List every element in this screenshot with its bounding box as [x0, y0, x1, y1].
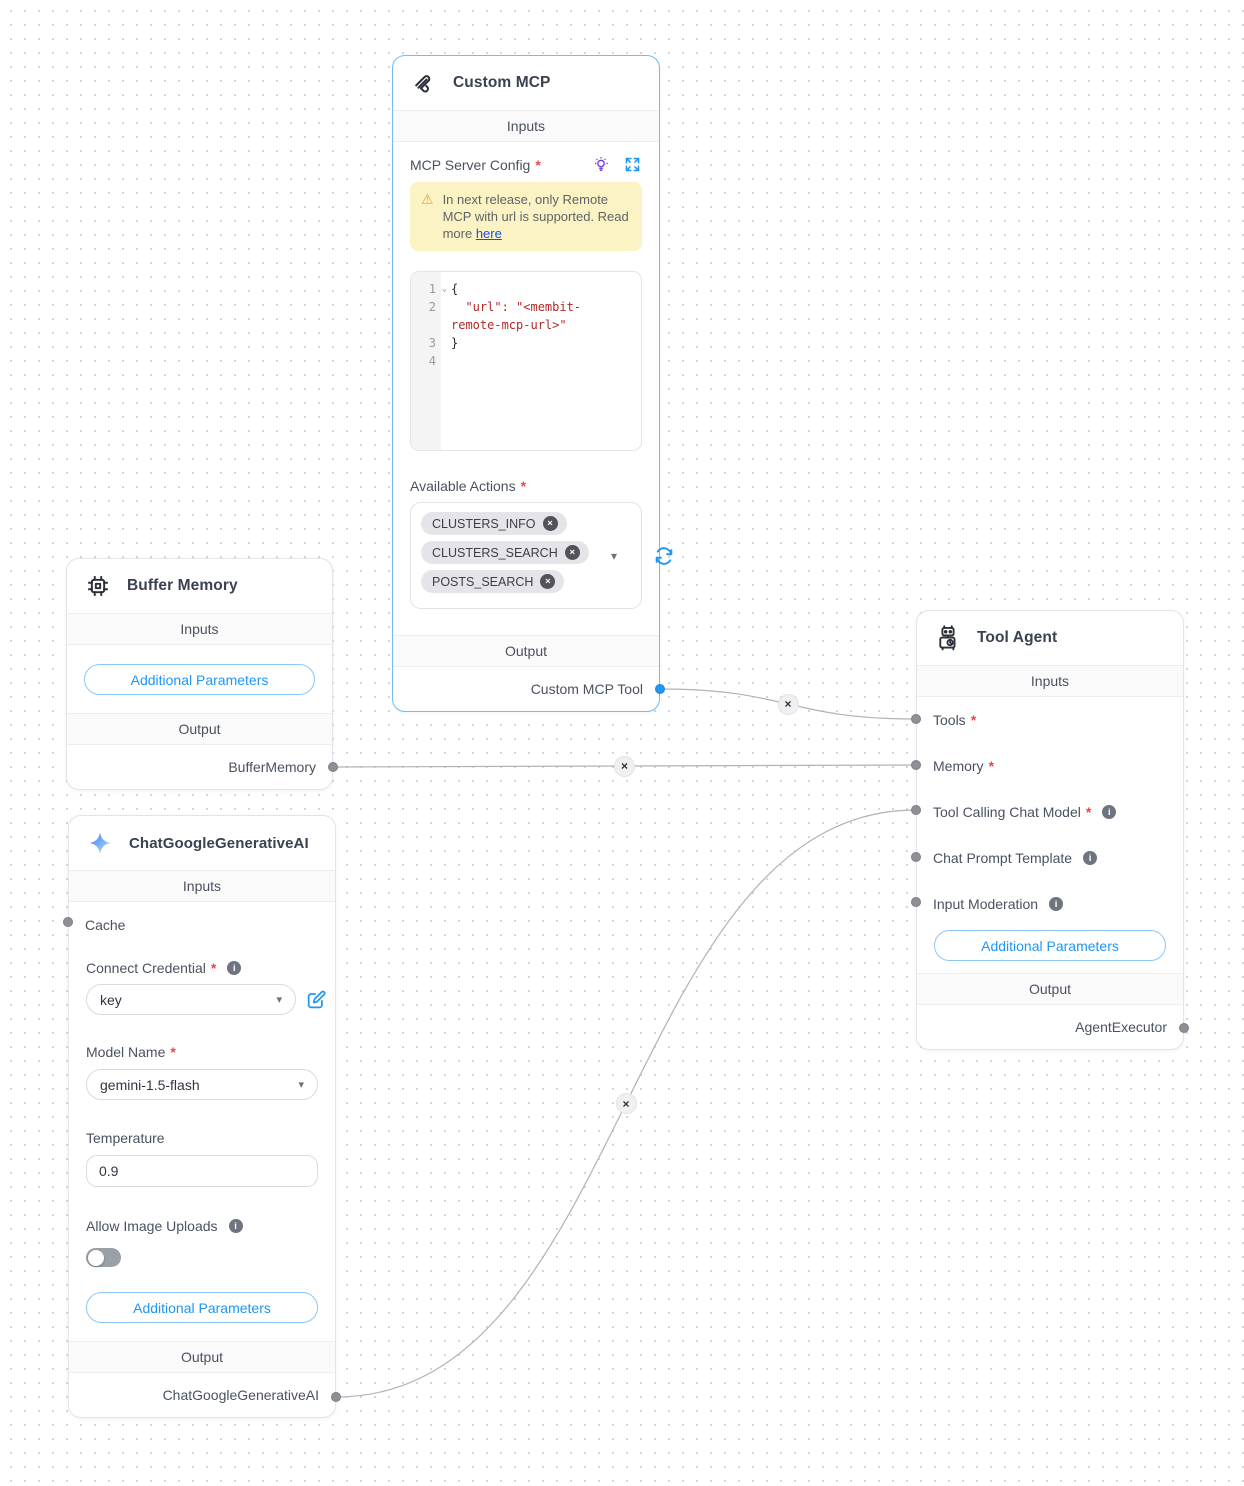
- expand-icon[interactable]: [624, 156, 642, 174]
- warning-triangle-icon: ⚠: [421, 191, 434, 207]
- required-asterisk: *: [988, 758, 995, 774]
- connection-port[interactable]: [331, 1392, 341, 1402]
- info-icon[interactable]: [227, 961, 242, 975]
- node-title: Tool Agent: [977, 629, 1058, 646]
- required-asterisk: *: [520, 478, 527, 494]
- chat-prompt-template-input-label: Chat Prompt Template: [933, 850, 1098, 866]
- output-section-header: Output: [917, 973, 1183, 1005]
- chevron-down-icon: ▾: [298, 1079, 304, 1091]
- credential-selected-value: key: [100, 991, 122, 1008]
- tools-input-label: Tools *: [933, 712, 977, 728]
- model-selected-value: gemini-1.5-flash: [100, 1076, 200, 1093]
- node-header[interactable]: Custom MCP: [393, 56, 659, 110]
- available-actions-chips: CLUSTERS_INFO× CLUSTERS_SEARCH× POSTS_SEAR…: [421, 512, 631, 599]
- node-title: ChatGoogleGenerativeAI: [129, 834, 309, 852]
- model-name-label: Model Name *: [86, 1044, 176, 1060]
- warning-text: In next release, only Remote MCP with ur…: [442, 192, 629, 241]
- edit-credential-icon[interactable]: [305, 989, 327, 1011]
- mcp-logo-icon: [410, 69, 438, 97]
- output-chat-google: ChatGoogleGenerativeAI: [162, 1387, 319, 1403]
- fold-chevron-icon[interactable]: ⌄: [441, 284, 447, 294]
- node-buffer-memory[interactable]: Buffer Memory Inputs Additional Paramete…: [66, 558, 333, 790]
- additional-parameters-button[interactable]: Additional Parameters: [934, 930, 1166, 961]
- node-tool-agent[interactable]: Tool Agent Inputs Tools * Memory * Tool …: [916, 610, 1184, 1050]
- refresh-actions-icon[interactable]: [653, 545, 675, 567]
- action-chip: CLUSTERS_INFO×: [421, 512, 567, 535]
- edge-delete-button[interactable]: ×: [614, 755, 635, 777]
- inputs-section-header: Inputs: [69, 870, 335, 902]
- cache-input-label: Cache: [85, 917, 126, 933]
- output-section-header: Output: [393, 635, 659, 667]
- connection-port[interactable]: [655, 684, 665, 694]
- connection-port[interactable]: [63, 917, 73, 927]
- connection-port[interactable]: [328, 762, 338, 772]
- chevron-down-icon[interactable]: ▾: [610, 548, 617, 563]
- connection-port[interactable]: [911, 760, 921, 770]
- tool-calling-chat-model-input-label: Tool Calling Chat Model *: [933, 804, 1117, 820]
- info-icon[interactable]: [1083, 851, 1098, 865]
- output-agent-executor: AgentExecutor: [1075, 1019, 1167, 1035]
- required-asterisk: *: [210, 960, 217, 976]
- release-warning-banner: ⚠ In next release, only Remote MCP with …: [410, 182, 642, 251]
- output-buffer-memory: BufferMemory: [228, 759, 316, 775]
- additional-parameters-button[interactable]: Additional Parameters: [84, 664, 315, 695]
- required-asterisk: *: [970, 712, 977, 728]
- connection-port[interactable]: [911, 852, 921, 862]
- action-chip: CLUSTERS_SEARCH×: [421, 541, 589, 564]
- connection-port[interactable]: [1179, 1023, 1189, 1033]
- mcp-server-config-label: MCP Server Config *: [410, 157, 541, 173]
- node-custom-mcp[interactable]: Custom MCP Inputs MCP Server Config *: [392, 55, 673, 712]
- output-custom-mcp-tool: Custom MCP Tool: [530, 681, 643, 697]
- chip-remove-icon[interactable]: ×: [564, 545, 580, 560]
- toggle-knob: [87, 1249, 104, 1266]
- node-title: Custom MCP: [453, 74, 551, 91]
- chevron-down-icon: ▾: [276, 994, 282, 1006]
- node-chat-google-generative-ai[interactable]: ChatGoogleGenerativeAI Inputs Cache Conn…: [68, 815, 336, 1418]
- output-section-header: Output: [67, 713, 332, 745]
- memory-input-label: Memory *: [933, 758, 995, 774]
- node-title: Buffer Memory: [127, 577, 238, 594]
- action-chip: POSTS_SEARCH×: [421, 570, 565, 593]
- edge-delete-button[interactable]: ×: [777, 693, 799, 715]
- node-header[interactable]: ChatGoogleGenerativeAI: [69, 816, 335, 870]
- allow-image-uploads-toggle[interactable]: [86, 1248, 121, 1267]
- inputs-section-header: Inputs: [917, 665, 1183, 697]
- edge-delete-button[interactable]: ×: [615, 1093, 637, 1114]
- allow-image-uploads-label: Allow Image Uploads: [86, 1218, 318, 1234]
- robot-icon: [934, 624, 962, 652]
- output-section-header: Output: [69, 1341, 335, 1373]
- node-header[interactable]: Tool Agent: [917, 611, 1183, 665]
- temperature-input[interactable]: [86, 1155, 318, 1187]
- chip-remove-icon[interactable]: ×: [540, 574, 556, 589]
- available-actions-multiselect[interactable]: CLUSTERS_INFO× CLUSTERS_SEARCH× POSTS_SEAR…: [410, 502, 673, 609]
- inputs-section-header: Inputs: [67, 613, 332, 645]
- info-icon[interactable]: [228, 1219, 243, 1233]
- model-name-select[interactable]: gemini-1.5-flash ▾: [86, 1069, 318, 1100]
- code-lines[interactable]: { "url": "<membit-remote-mcp-url>"}: [451, 282, 582, 350]
- info-icon[interactable]: [1049, 897, 1064, 911]
- chip-remove-icon[interactable]: ×: [542, 516, 558, 531]
- credential-select[interactable]: key ▾: [86, 984, 296, 1015]
- memory-chip-icon: [84, 572, 112, 600]
- node-header[interactable]: Buffer Memory: [67, 559, 332, 613]
- required-asterisk: *: [1085, 804, 1092, 820]
- input-moderation-input-label: Input Moderation: [933, 896, 1064, 912]
- gemini-sparkle-icon: [86, 829, 114, 857]
- warning-here-link[interactable]: here: [475, 226, 502, 241]
- temperature-label: Temperature: [86, 1130, 165, 1146]
- connect-credential-label: Connect Credential *: [86, 960, 318, 976]
- required-asterisk: *: [170, 1044, 176, 1060]
- connection-port[interactable]: [911, 714, 921, 724]
- connection-port[interactable]: [911, 897, 921, 907]
- hint-lightbulb-icon[interactable]: [592, 156, 610, 174]
- available-actions-label: Available Actions *: [410, 478, 527, 494]
- connection-port[interactable]: [911, 805, 921, 815]
- inputs-section-header: Inputs: [393, 110, 659, 142]
- additional-parameters-button[interactable]: Additional Parameters: [86, 1292, 318, 1323]
- required-asterisk: *: [535, 157, 541, 173]
- info-icon[interactable]: [1102, 805, 1117, 819]
